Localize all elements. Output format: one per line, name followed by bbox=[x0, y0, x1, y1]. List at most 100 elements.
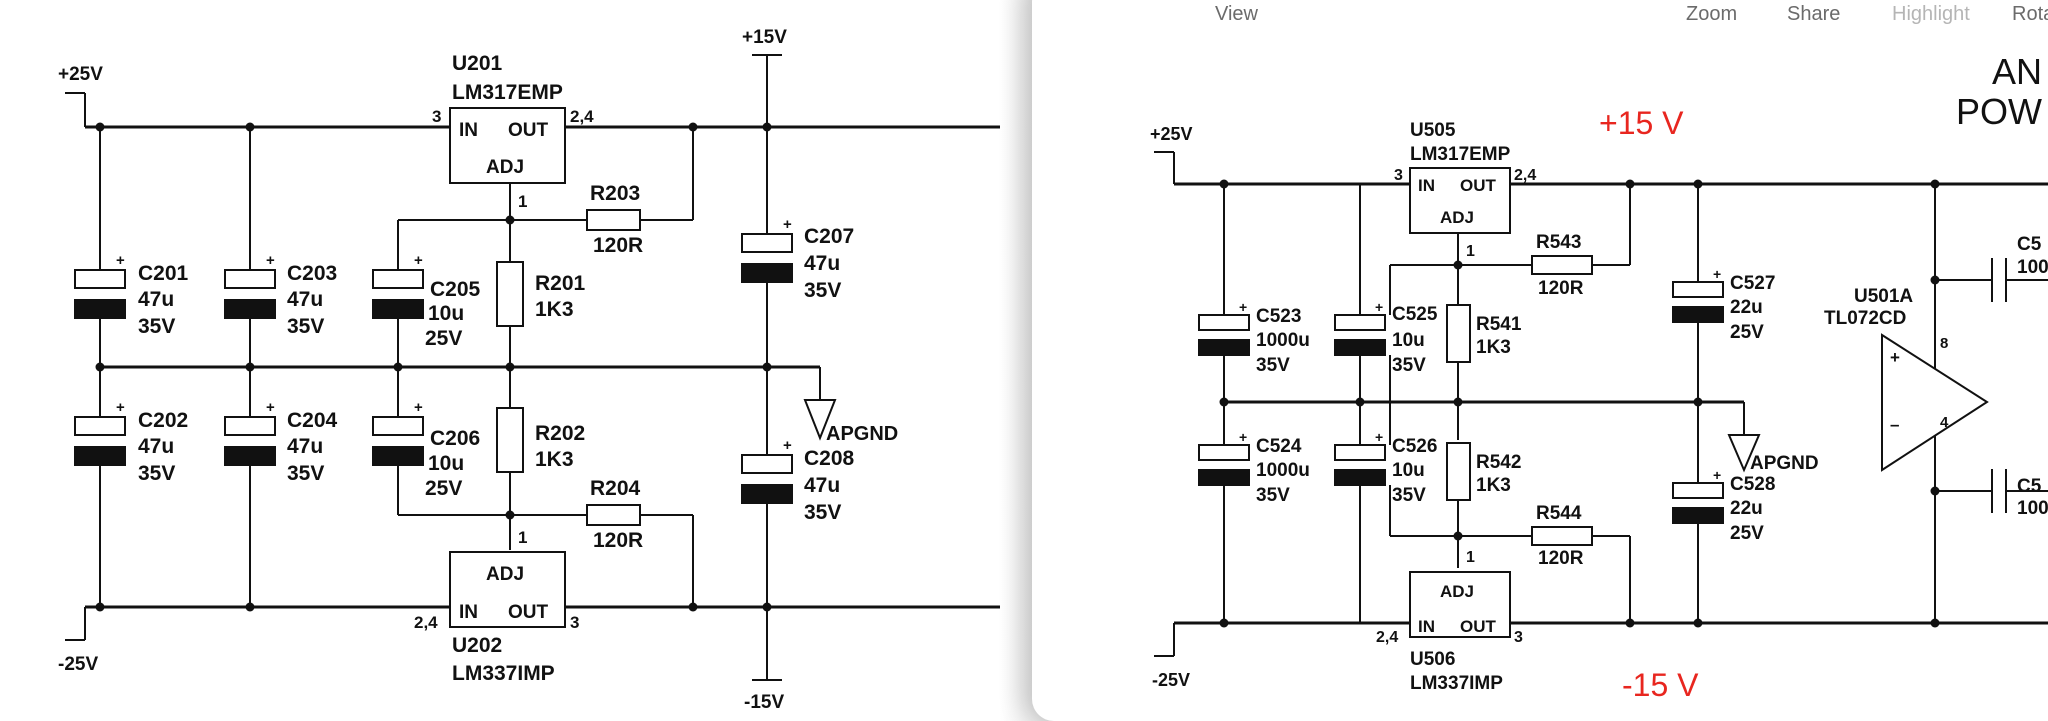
c204-plus: + bbox=[266, 399, 275, 416]
r542-val: 1K3 bbox=[1476, 475, 1511, 496]
c203-volt: 35V bbox=[287, 315, 324, 338]
u201-in: IN bbox=[459, 120, 478, 141]
u201-out: OUT bbox=[508, 120, 549, 141]
u501a-part: TL072CD bbox=[1824, 308, 1906, 329]
u202-pin-in: 2,4 bbox=[414, 613, 438, 632]
c205-ref: C205 bbox=[430, 278, 481, 301]
c526-plus: + bbox=[1375, 429, 1383, 445]
c526-volt: 35V bbox=[1392, 485, 1426, 506]
c528-val: 22u bbox=[1730, 498, 1763, 519]
highlight-button[interactable]: Highlight bbox=[1892, 3, 1970, 25]
c208-ref: C208 bbox=[804, 447, 855, 470]
u201-pin-out: 2,4 bbox=[570, 107, 594, 126]
r203-ref: R203 bbox=[590, 182, 640, 205]
u506-part: LM337IMP bbox=[1410, 673, 1503, 694]
c-top-ref: C5 bbox=[2017, 234, 2042, 255]
label-neg15: -15V bbox=[744, 692, 784, 713]
c207-volt: 35V bbox=[804, 279, 841, 302]
c203-ref: C203 bbox=[287, 262, 337, 285]
label-pos25: +25V bbox=[58, 64, 103, 85]
annotation-neg15: -15 V bbox=[1622, 667, 1699, 703]
u201-part: LM317EMP bbox=[452, 81, 563, 104]
share-button[interactable]: Share bbox=[1787, 3, 1841, 25]
label-neg25-right: -25V bbox=[1152, 670, 1190, 690]
zoom-button[interactable]: Zoom bbox=[1686, 3, 1738, 25]
u505-part: LM317EMP bbox=[1410, 144, 1511, 165]
c203-plus: + bbox=[266, 252, 275, 269]
c524-volt: 35V bbox=[1256, 485, 1290, 506]
u505-pin-in: 3 bbox=[1394, 167, 1403, 184]
c527-ref: C527 bbox=[1730, 273, 1775, 294]
u202-in: IN bbox=[459, 602, 478, 623]
u501a-pin-bot: 4 bbox=[1940, 414, 1949, 431]
u506-adj: ADJ bbox=[1440, 582, 1474, 601]
c523-volt: 35V bbox=[1256, 355, 1290, 376]
r201-val: 1K3 bbox=[535, 298, 574, 321]
u501a-ref: U501A bbox=[1854, 286, 1913, 307]
u505-pin-out: 2,4 bbox=[1514, 167, 1536, 184]
u505-out: OUT bbox=[1460, 176, 1497, 195]
c525-val: 10u bbox=[1392, 330, 1425, 351]
u506-pin-in: 2,4 bbox=[1376, 629, 1398, 646]
label-pos15: +15V bbox=[742, 27, 787, 48]
u506-out: OUT bbox=[1460, 617, 1497, 636]
c527-volt: 25V bbox=[1730, 322, 1764, 343]
c527-val: 22u bbox=[1730, 297, 1763, 318]
c526-ref: C526 bbox=[1392, 436, 1437, 457]
c528-volt: 25V bbox=[1730, 523, 1764, 544]
c-bot-val: 100 bbox=[2017, 498, 2048, 519]
c207-val: 47u bbox=[804, 252, 840, 275]
annotation-pos15: +15 V bbox=[1599, 105, 1684, 141]
c205-plus: + bbox=[414, 252, 423, 269]
c524-val: 1000u bbox=[1256, 460, 1310, 481]
c204-val: 47u bbox=[287, 435, 323, 458]
toolbar: View Zoom Share Highlight Rota bbox=[1032, 0, 2048, 30]
u202-adj: ADJ bbox=[486, 564, 524, 585]
c523-val: 1000u bbox=[1256, 330, 1310, 351]
c206-volt: 25V bbox=[425, 477, 462, 500]
c204-ref: C204 bbox=[287, 409, 338, 432]
view-button[interactable]: View bbox=[1215, 3, 1258, 25]
left-document-page: +25V -25V +15V -15V APGND U201 LM317EMP … bbox=[58, 27, 1050, 713]
c201-ref: C201 bbox=[138, 262, 189, 285]
label-apgnd: APGND bbox=[826, 423, 898, 445]
c-bot-ref: C5 bbox=[2017, 476, 2042, 497]
right-schematic: +25V -25V APGND +15 V -15 V AN POW U505 … bbox=[1150, 51, 2048, 703]
c525-ref: C525 bbox=[1392, 304, 1438, 325]
c205-volt: 25V bbox=[425, 327, 462, 350]
c207-ref: C207 bbox=[804, 225, 854, 248]
c203-val: 47u bbox=[287, 288, 323, 311]
c202-plus: + bbox=[116, 399, 125, 416]
c523-ref: C523 bbox=[1256, 306, 1301, 327]
u202-part: LM337IMP bbox=[452, 662, 555, 685]
u202-pin-adj: 1 bbox=[518, 528, 527, 547]
c201-plus: + bbox=[116, 252, 125, 269]
rotate-button[interactable]: Rota bbox=[2012, 3, 2048, 25]
r544-ref: R544 bbox=[1536, 503, 1582, 524]
c208-volt: 35V bbox=[804, 501, 841, 524]
c206-ref: C206 bbox=[430, 427, 480, 450]
u202-pin-out: 3 bbox=[570, 613, 579, 632]
u201-adj: ADJ bbox=[486, 157, 524, 178]
left-schematic: +25V -25V +15V -15V APGND U201 LM317EMP … bbox=[58, 27, 1050, 713]
c524-ref: C524 bbox=[1256, 436, 1302, 457]
r204-val: 120R bbox=[593, 529, 643, 552]
u506-in: IN bbox=[1418, 617, 1435, 636]
u201-ref: U201 bbox=[452, 52, 503, 75]
r203-val: 120R bbox=[593, 234, 643, 257]
c525-volt: 35V bbox=[1392, 355, 1426, 376]
c526-val: 10u bbox=[1392, 460, 1425, 481]
c208-plus: + bbox=[783, 437, 792, 454]
c-top-val: 100 bbox=[2017, 257, 2048, 278]
r543-val: 120R bbox=[1538, 278, 1584, 299]
label-pos25-right: +25V bbox=[1150, 124, 1193, 144]
right-document-page: +25V -25V APGND +15 V -15 V AN POW U505 … bbox=[1032, 0, 2048, 721]
u505-pin-adj: 1 bbox=[1466, 243, 1475, 260]
u501a-plus: + bbox=[1890, 348, 1900, 367]
preview-window[interactable]: View Zoom Share Highlight Rota bbox=[1032, 0, 2048, 721]
label-apgnd-right: APGND bbox=[1750, 453, 1819, 474]
c208-val: 47u bbox=[804, 474, 840, 497]
c206-plus: + bbox=[414, 399, 423, 416]
u506-pin-adj: 1 bbox=[1466, 549, 1475, 566]
u505-ref: U505 bbox=[1410, 120, 1456, 141]
